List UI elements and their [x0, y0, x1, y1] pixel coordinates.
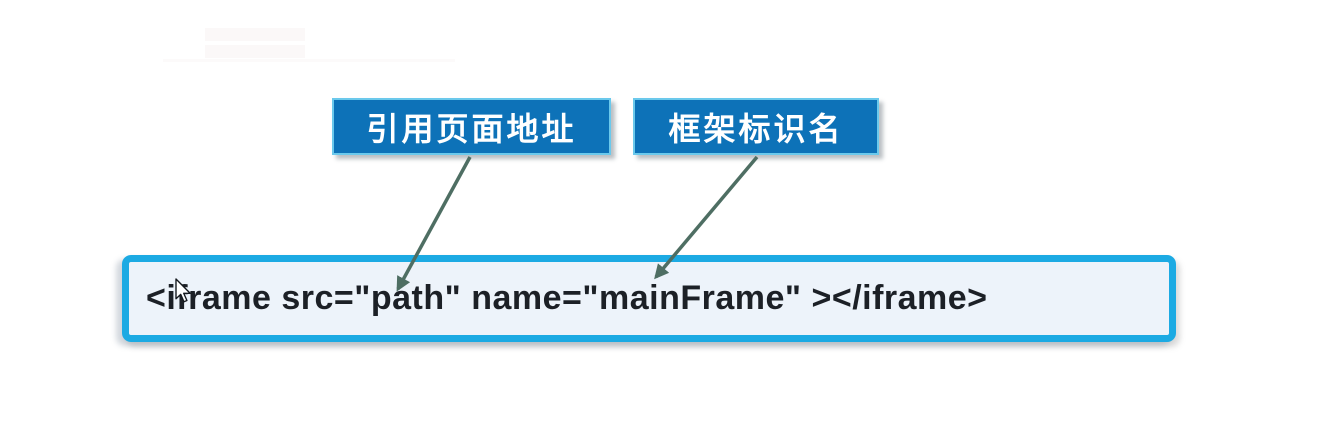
callout-frame-name-label: 框架标识名 — [668, 110, 844, 147]
watermark-smudge — [163, 59, 455, 62]
callout-src-address: 引用页面地址 — [332, 98, 611, 155]
iframe-code-box: <iframe src="path" name="mainFrame" ></i… — [122, 255, 1176, 342]
callout-src-address-label: 引用页面地址 — [366, 110, 577, 147]
watermark-smudge — [205, 45, 305, 58]
iframe-code-text: <iframe src="path" name="mainFrame" ></i… — [146, 279, 988, 317]
callout-frame-name: 框架标识名 — [633, 98, 879, 155]
watermark-smudge — [205, 28, 305, 41]
